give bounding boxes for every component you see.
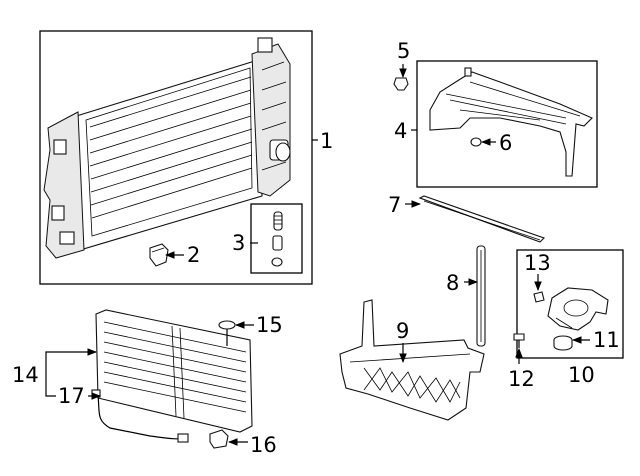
push-pin — [218, 320, 236, 346]
radiator-group-box — [39, 30, 313, 285]
callout-13: 13 — [524, 251, 551, 275]
callout-15: 15 — [256, 313, 283, 337]
callout-12: 12 — [508, 367, 535, 391]
callout-9: 9 — [396, 319, 409, 343]
clip — [470, 137, 482, 147]
bolt-12 — [513, 333, 525, 348]
actuator-connector — [209, 429, 229, 449]
radiator — [43, 37, 291, 259]
callout-2: 2 — [187, 243, 200, 267]
callout-6: 6 — [499, 131, 512, 155]
wiring-harness — [97, 395, 187, 440]
callout-10: 10 — [568, 363, 595, 387]
callout-17: 17 — [58, 384, 85, 408]
callout-8: 8 — [446, 271, 459, 295]
deflector-group-box — [416, 60, 598, 188]
lower-deflector — [339, 299, 485, 421]
callout-4: 4 — [394, 119, 407, 143]
leader-lines — [45, 64, 590, 446]
drain-plug-parts — [271, 211, 283, 267]
callout-1: 1 — [320, 129, 333, 153]
callout-16: 16 — [250, 433, 277, 457]
bracket-group-box — [516, 249, 624, 359]
active-grille-shutter — [95, 309, 253, 433]
bolt — [393, 77, 409, 91]
callout-5: 5 — [397, 39, 410, 63]
drain-plug-group-box — [250, 203, 303, 274]
bracket-assembly — [533, 287, 609, 351]
callout-3: 3 — [232, 231, 245, 255]
radiator-bracket — [149, 243, 169, 267]
seal-strip — [418, 195, 546, 243]
callout-labels: 1 2 3 4 5 6 7 8 9 10 11 12 13 14 15 16 1… — [12, 39, 620, 457]
vertical-seal — [476, 245, 486, 347]
callout-7: 7 — [388, 193, 401, 217]
air-deflector — [429, 67, 593, 177]
harness-connector-b — [177, 433, 189, 443]
callout-11: 11 — [593, 328, 620, 352]
callout-14: 14 — [12, 363, 39, 387]
